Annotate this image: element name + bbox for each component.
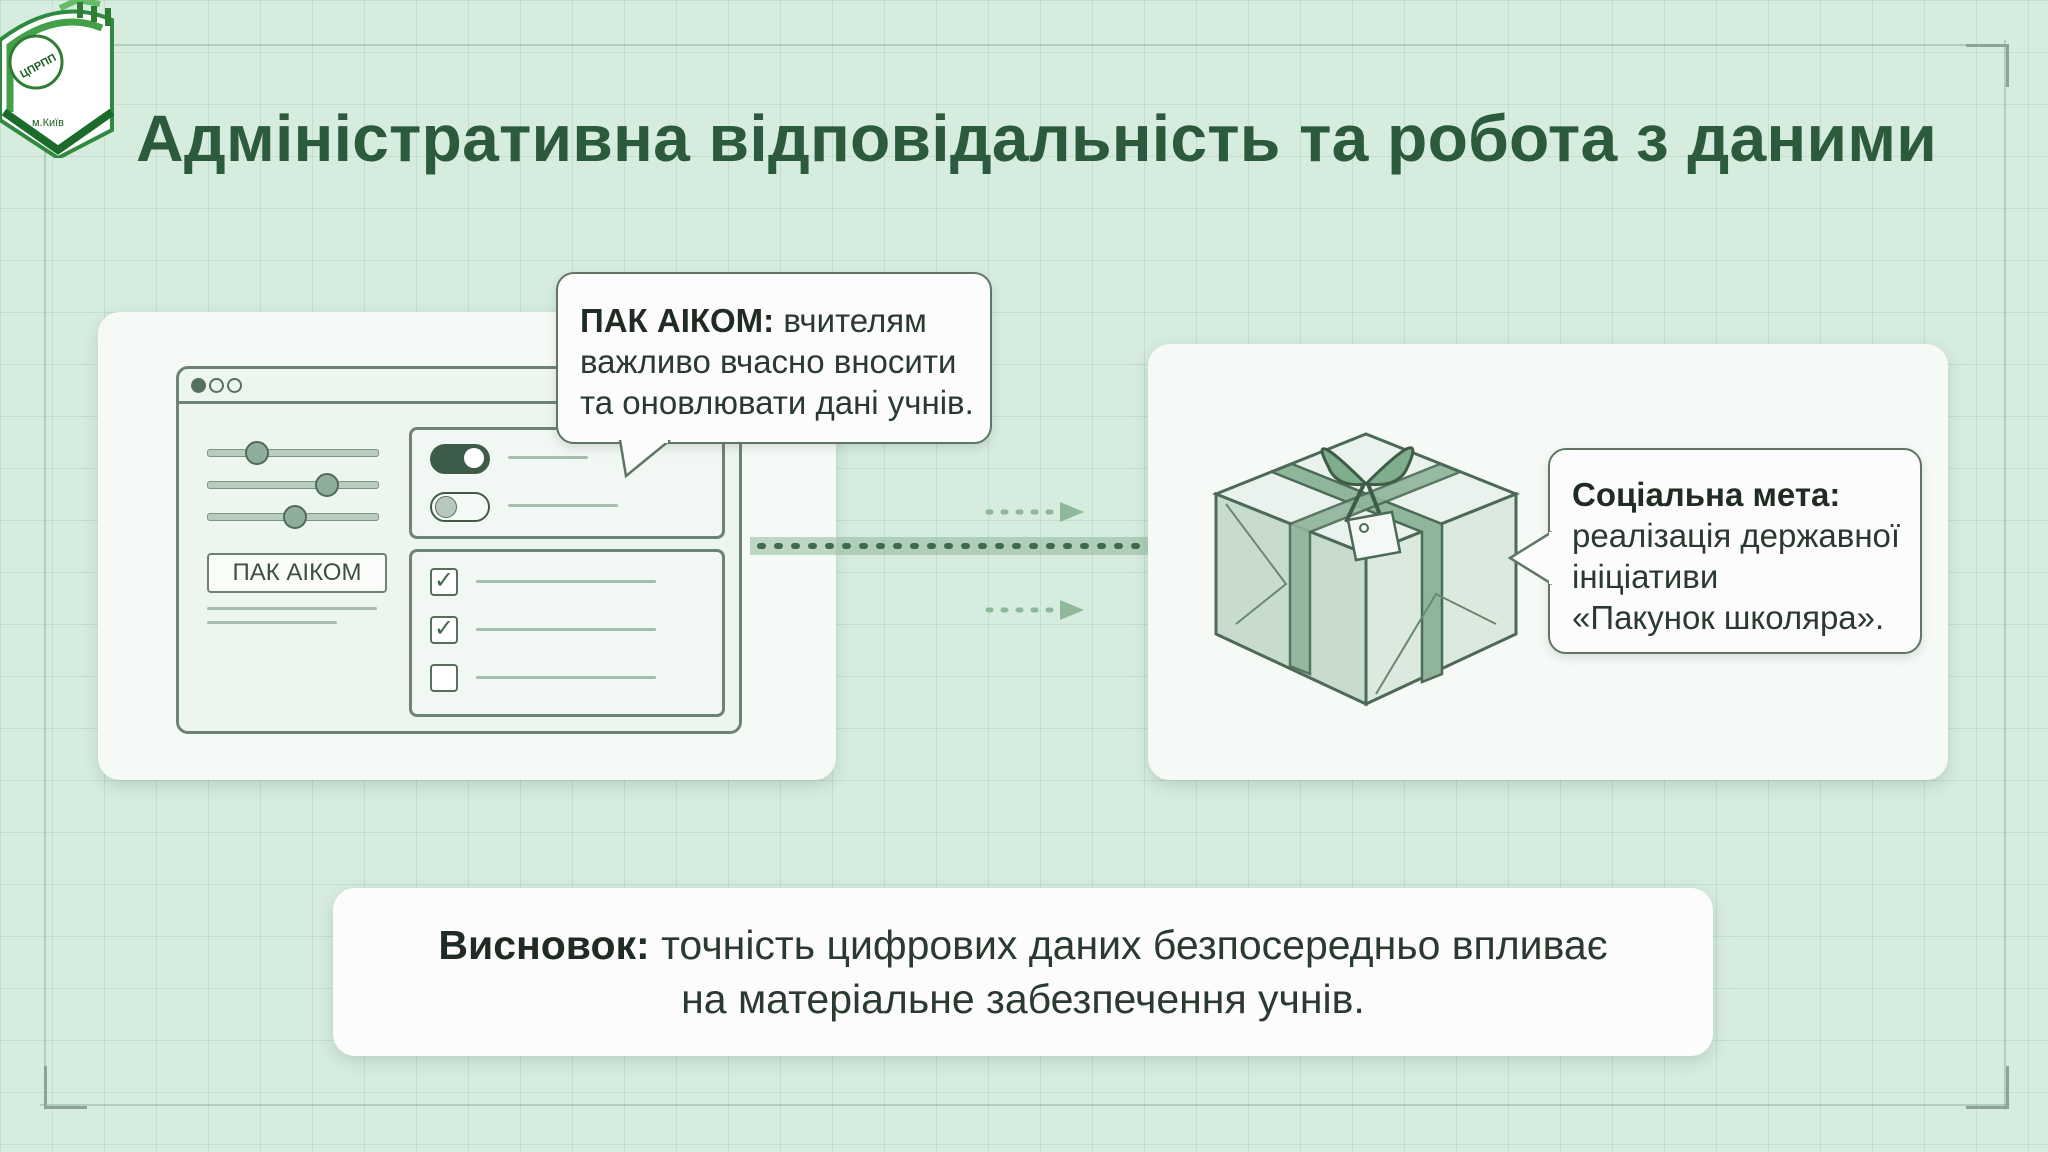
frame-line-bottom [40, 1104, 2008, 1106]
bubble-text: вчителям [783, 302, 927, 339]
conclusion-box: Висновок: точність цифрових даних безпос… [333, 888, 1713, 1056]
app-window-illustration: ПАК АІКОМ ✓ ✓ [176, 366, 742, 734]
logo: ЦПРПП м.Київ [0, 0, 118, 161]
bubble-tail-icon [618, 440, 671, 479]
frame-line-left [44, 40, 46, 1110]
corner-top-right [1966, 44, 2009, 87]
bubble-bold-label: Соціальна мета: [1572, 476, 1841, 513]
toggle-panel [409, 427, 725, 539]
window-title-bar [179, 369, 739, 404]
text-line [476, 676, 656, 679]
conclusion-text: на матеріальне забезпечення учнів. [681, 976, 1365, 1022]
slider-knob [245, 441, 269, 465]
corner-bottom-right [1966, 1066, 2009, 1109]
conclusion-text: точність цифрових даних безпосередньо вп… [661, 922, 1608, 968]
bubble-text: «Пакунок школяра». [1572, 599, 1885, 636]
corner-bottom-left [44, 1066, 87, 1109]
toggle-off [430, 492, 490, 522]
checklist-panel: ✓ ✓ [409, 549, 725, 717]
slider-track [207, 481, 379, 489]
text-line [508, 504, 618, 507]
text-line [476, 580, 656, 583]
window-dot [191, 378, 206, 393]
slider-knob [315, 473, 339, 497]
window-dot [209, 378, 224, 393]
social-goal-bubble: Соціальна мета: реалізація державної іні… [1548, 448, 1922, 654]
bubble-text: важливо вчасно вносити [580, 343, 957, 380]
bubble-tail-icon [1508, 530, 1552, 586]
bubble-text: та оновлювати дані учнів. [580, 384, 974, 421]
window-dot [227, 378, 242, 393]
text-line [508, 456, 588, 459]
bubble-bold-label: ПАК АІКОМ: [580, 302, 775, 339]
svg-text:м.Київ: м.Київ [32, 117, 64, 129]
conclusion-label: Висновок: [438, 922, 650, 968]
text-line [207, 607, 377, 610]
slider-knob [283, 505, 307, 529]
slider-track [207, 449, 379, 457]
frame-line-right [2004, 40, 2006, 1110]
checkbox-checked: ✓ [430, 568, 458, 596]
bubble-text: ініціативи [1572, 558, 1719, 595]
flow-arrows [750, 502, 1188, 620]
text-line [207, 621, 337, 624]
bubble-text: реалізація державної [1572, 517, 1901, 554]
page-title: Адміністративна відповідальність та робо… [136, 101, 1938, 175]
aikom-speech-bubble: ПАК АІКОМ: вчителям важливо вчасно вноси… [556, 272, 992, 444]
checkbox-checked: ✓ [430, 616, 458, 644]
toggle-on [430, 444, 490, 474]
gift-box-icon [1211, 432, 1521, 707]
checkbox-empty [430, 664, 458, 692]
pak-aikom-button: ПАК АІКОМ [207, 553, 387, 593]
logo-emblem-icon: ЦПРПП м.Київ [0, 0, 115, 161]
text-line [476, 628, 656, 631]
frame-line-top [40, 44, 2008, 46]
